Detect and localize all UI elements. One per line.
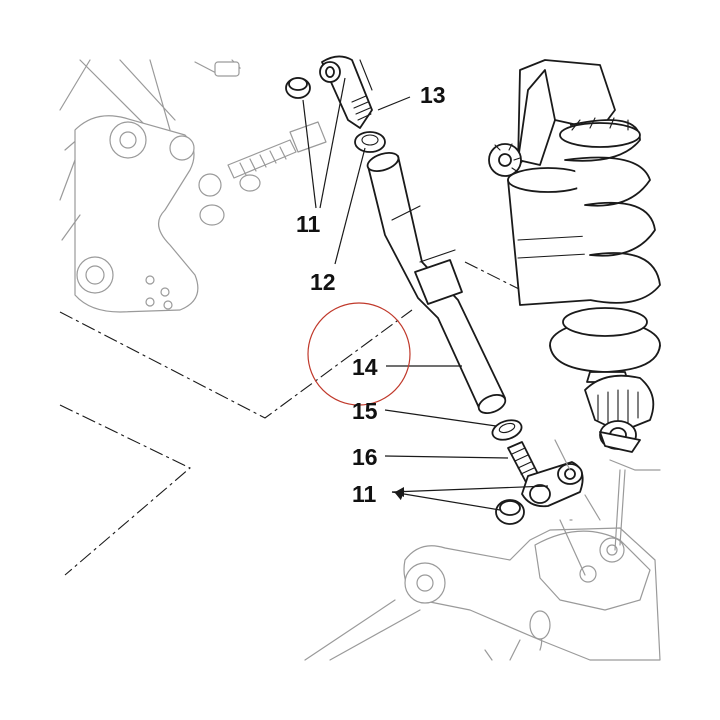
highlight-circle — [307, 302, 411, 406]
callout-14: 14 — [352, 354, 378, 380]
callout-16: 16 — [352, 444, 378, 470]
callout-15: 15 — [352, 398, 378, 424]
shock-absorber — [488, 59, 661, 453]
part-13-rod-end — [319, 55, 373, 129]
leader-arrowheads — [395, 487, 405, 501]
callout-labels: 13 11 12 14 15 16 11 — [296, 82, 446, 507]
callout-12: 12 — [310, 269, 336, 295]
axis-lines — [59, 261, 526, 576]
callout-11-top: 11 — [296, 211, 321, 237]
left-threaded-stud — [199, 121, 327, 226]
part-14-adjuster-tube — [366, 152, 507, 414]
swingarm-background — [304, 439, 661, 661]
callout-13: 13 — [420, 82, 446, 108]
part-16-threaded-end — [507, 441, 584, 508]
part-15-nut — [491, 419, 523, 441]
leader-lines — [302, 77, 549, 511]
part-11-bottom-bushing — [495, 499, 525, 525]
part-12-lock-nut — [354, 131, 386, 153]
callout-11-bottom: 11 — [352, 481, 377, 507]
frame-background — [59, 59, 242, 313]
part-11-top-bushing — [285, 77, 311, 99]
